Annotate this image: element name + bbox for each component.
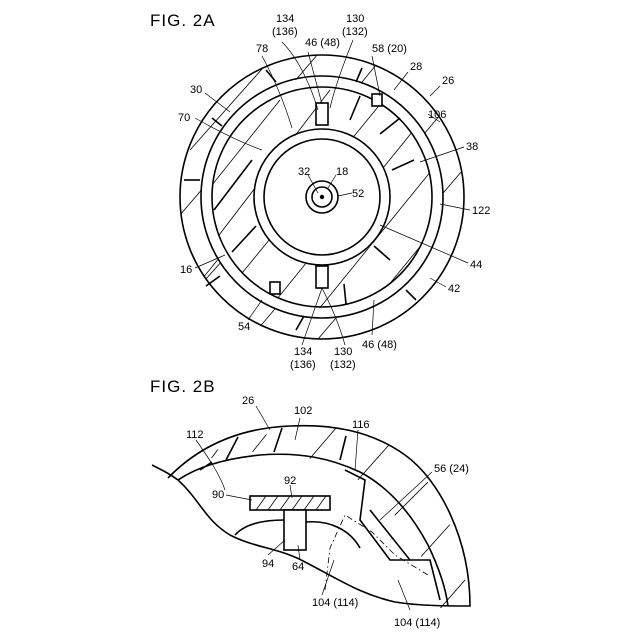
plate-92 (250, 496, 330, 510)
label-134-top: 134 (276, 13, 294, 25)
label-132-bottom: (132) (330, 359, 356, 371)
label-b-64: 64 (292, 561, 304, 573)
axis-center (320, 195, 324, 199)
label-16: 16 (180, 264, 192, 276)
label-b-90: 90 (212, 489, 224, 501)
component-56-edge (370, 510, 410, 560)
label-58: 58 (20) (372, 43, 407, 55)
labels-2b: 26 102 112 116 56 (24) 90 92 94 64 104 (… (186, 395, 469, 629)
label-26: 26 (442, 75, 454, 87)
label-18: 18 (336, 166, 348, 178)
label-78: 78 (256, 43, 268, 55)
component-56 (345, 470, 440, 600)
shell-hatching (180, 400, 500, 620)
lower-right-wall (306, 522, 360, 548)
label-46-bottom: 46 (48) (362, 339, 397, 351)
label-b-56: 56 (24) (434, 463, 469, 475)
label-b-92: 92 (284, 475, 296, 487)
label-b-94: 94 (262, 558, 274, 570)
figure-2a-title: FIG. 2A (150, 11, 216, 30)
label-46-top: 46 (48) (305, 37, 340, 49)
label-b-26: 26 (242, 395, 254, 407)
key-bottom (270, 266, 328, 294)
label-b-104-a: 104 (114) (312, 597, 358, 609)
label-32: 32 (298, 166, 310, 178)
label-130-bottom: 130 (334, 346, 352, 358)
label-38: 38 (466, 141, 478, 153)
key-top (316, 94, 382, 125)
shell-inner-contour (178, 454, 448, 606)
label-28: 28 (410, 61, 422, 73)
label-130-top: 130 (346, 13, 364, 25)
stem-64 (284, 510, 306, 550)
label-b-116: 116 (352, 419, 370, 431)
label-52: 52 (352, 188, 364, 200)
phantom-line (325, 515, 428, 590)
label-b-102: 102 (294, 405, 312, 417)
label-132-top: (132) (342, 26, 368, 38)
label-122: 122 (472, 205, 490, 217)
figure-2a: FIG. 2A (150, 11, 490, 371)
label-b-112: 112 (186, 429, 204, 441)
label-b-104-b: 104 (114) (394, 617, 440, 629)
label-70: 70 (178, 112, 190, 124)
label-30: 30 (190, 84, 202, 96)
label-42: 42 (448, 283, 460, 295)
figure-2b-title: FIG. 2B (150, 377, 216, 396)
label-106: 106 (428, 109, 446, 121)
label-54: 54 (238, 321, 250, 333)
outer-contour (152, 426, 470, 606)
label-134-bottom: 134 (294, 346, 312, 358)
label-44: 44 (470, 259, 482, 271)
lower-left-wall (235, 520, 284, 535)
label-136-top: (136) (272, 26, 298, 38)
figure-2b: FIG. 2B (150, 377, 500, 629)
label-136-bottom: (136) (290, 359, 316, 371)
